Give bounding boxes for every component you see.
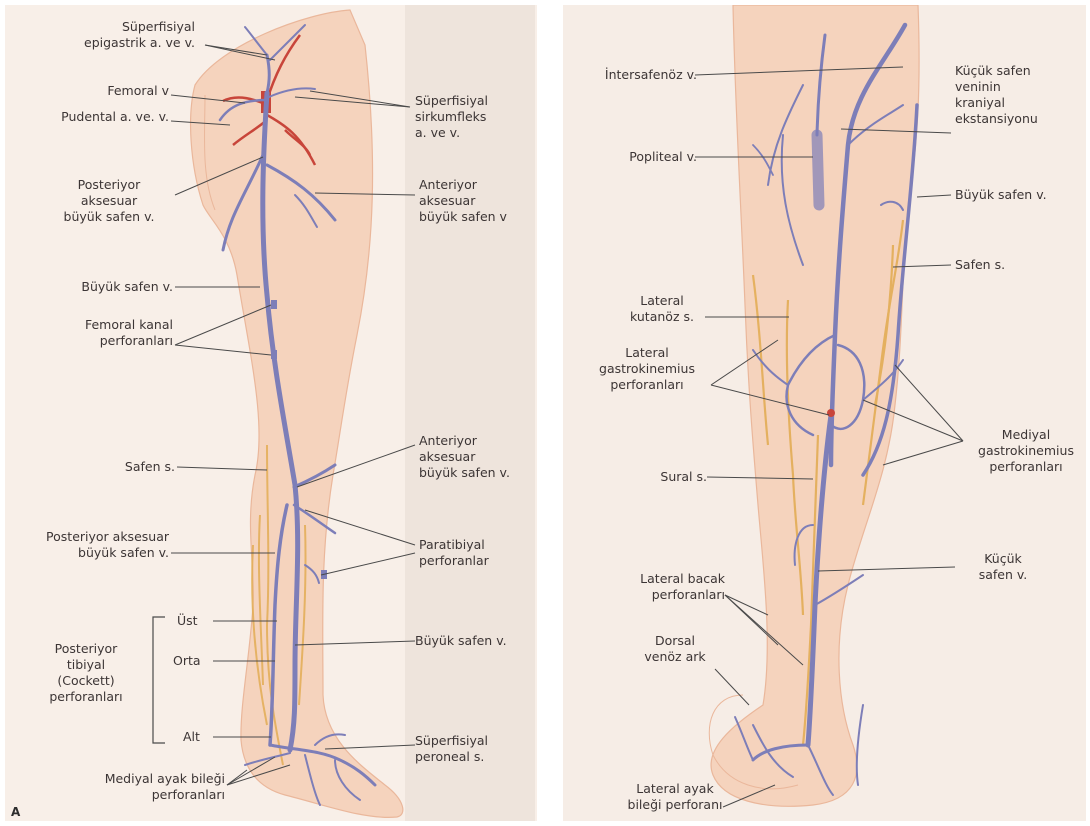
perforator-red-dot: [827, 409, 835, 417]
label-middle: Orta: [173, 653, 217, 669]
label-great-saphenous-upper: Büyük safen v.: [45, 279, 173, 295]
label-saphenous-nerve-left: Safen s.: [65, 459, 175, 475]
label-sural: Sural s.: [603, 469, 707, 485]
label-medial-ankle-perforators: Mediyal ayak bileği perforanları: [45, 771, 225, 803]
label-lateral-cutaneous: Lateral kutanöz s.: [617, 293, 707, 325]
label-anterior-accessory-lower: Anteriyor aksesuar büyük safen v.: [419, 433, 537, 481]
label-popliteal: Popliteal v.: [569, 149, 697, 165]
label-dorsal-venous-arch: Dorsal venöz ark: [633, 633, 717, 665]
cockett-bracket: [153, 617, 165, 743]
label-saphenous-nerve-right: Safen s.: [955, 257, 1083, 273]
label-posterior-accessory-lower: Posteriyor aksesuar büyük safen v.: [15, 529, 169, 561]
label-small-saphenous: Küçük safen v.: [963, 551, 1043, 583]
label-superficial-peroneal: Süperfisiyal peroneal s.: [415, 733, 535, 765]
left-leg-panel: Süperfisiyal epigastrik a. ve v. Femoral…: [5, 5, 537, 821]
label-great-saphenous-lower: Büyük safen v.: [415, 633, 535, 649]
plate-letter: A: [11, 805, 20, 819]
label-posterior-tibial-cockett: Posteriyor tibiyal (Cockett) perforanlar…: [27, 641, 145, 705]
label-lateral-ankle-perforator: Lateral ayak bileği perforanı: [615, 781, 735, 813]
label-great-saphenous-right: Büyük safen v.: [955, 187, 1083, 203]
label-lower: Alt: [183, 729, 217, 745]
label-femoral-vein: Femoral v: [45, 83, 169, 99]
label-lateral-gastrocnemius: Lateral gastrokinemius perforanları: [585, 345, 709, 393]
label-paratibial-perforators: Paratibiyal perforanlar: [419, 537, 537, 569]
label-small-saphenous-extension: Küçük safen veninin kraniyal ekstansiyon…: [955, 63, 1083, 127]
label-medial-gastrocnemius: Mediyal gastrokinemius perforanları: [967, 427, 1085, 475]
label-superficial-epigastric: Süperfisiyal epigastrik a. ve v.: [45, 19, 195, 51]
label-femoral-canal-perforators: Femoral kanal perforanları: [45, 317, 173, 349]
right-leg-illustration: [563, 5, 1086, 821]
right-leg-panel: İntersafenöz v. Küçük safen veninin kran…: [563, 5, 1086, 821]
label-pudental: Pudental a. ve. v.: [15, 109, 169, 125]
label-superficial-circumflex: Süperfisiyal sirkumfleks a. ve v.: [415, 93, 535, 141]
label-anterior-accessory-upper: Anteriyor aksesuar büyük safen v: [419, 177, 537, 225]
label-intersaphenous: İntersafenöz v.: [569, 67, 697, 83]
label-posterior-accessory-upper: Posteriyor aksesuar büyük safen v.: [45, 177, 173, 225]
label-upper: Üst: [177, 613, 217, 629]
label-lateral-leg-perforators: Lateral bacak perforanları: [583, 571, 725, 603]
